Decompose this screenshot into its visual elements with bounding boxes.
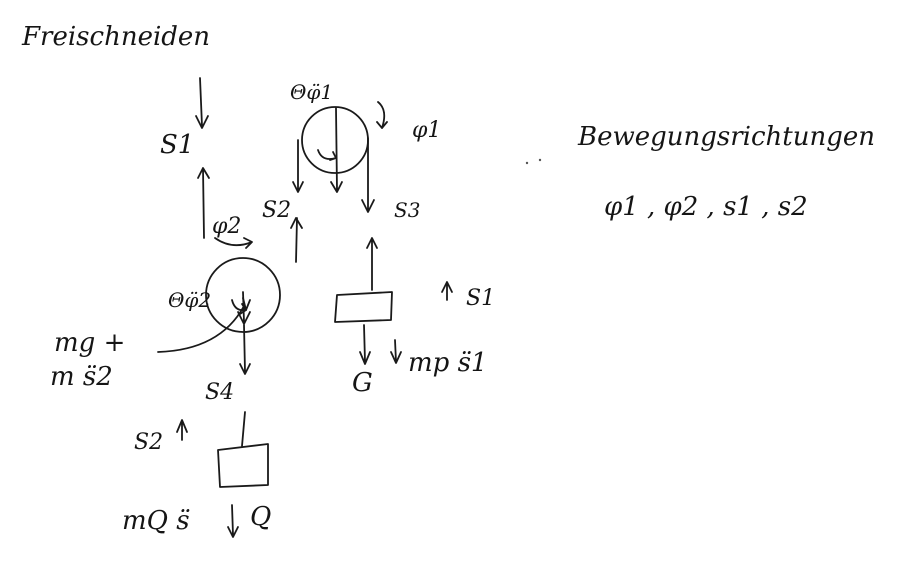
label-s1-right: S1 (466, 286, 496, 311)
label-mq-s: mQ s̈ (122, 506, 190, 536)
label-g: G (352, 368, 373, 398)
label-s1-top: S1 (160, 130, 195, 160)
label-m-s2: m s̈2 (50, 362, 113, 392)
dot-marks (525, 158, 542, 165)
label-phi2: φ2 (212, 214, 242, 239)
label-mg-plus: mg + (54, 328, 126, 358)
label-q: Q (250, 502, 272, 532)
block-q (176, 411, 269, 538)
weight-curve (157, 305, 245, 353)
label-theta-phi1: Θφ̈1 (290, 80, 334, 104)
right-variable-list: φ1 , φ2 , s1 , s2 (604, 192, 808, 222)
right-heading: Bewegungsrichtungen (578, 122, 876, 152)
arrow-s1-up (197, 167, 210, 239)
arrow-s1-top (195, 77, 209, 129)
page-title: Freischneiden (22, 22, 211, 52)
label-mp-s1: mp s̈1 (408, 348, 488, 378)
arrow-s1-right (441, 281, 453, 301)
label-s2: S2 (262, 198, 292, 223)
upper-pulley (301, 101, 388, 193)
label-s3: S3 (394, 198, 421, 222)
label-s2-left: S2 (134, 430, 164, 455)
label-theta-phi2: Θφ̈2 (168, 288, 212, 312)
rope-s3-down (361, 137, 375, 213)
rope-s2-down (292, 139, 304, 193)
arrow-s2-up (290, 217, 303, 263)
phi2-rotation-arrow (214, 237, 253, 249)
lower-pulley (205, 257, 281, 333)
label-phi1: φ1 (412, 118, 442, 143)
rope-s4-down (239, 324, 251, 375)
block-p (334, 237, 402, 365)
label-s4: S4 (205, 380, 235, 405)
